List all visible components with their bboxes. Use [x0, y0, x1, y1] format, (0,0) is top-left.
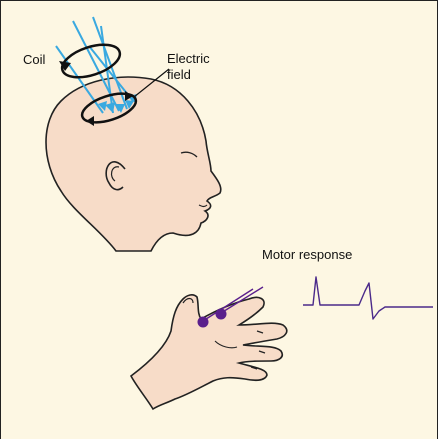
head	[46, 77, 221, 251]
coil-label: Coil	[23, 52, 46, 67]
electric-field-label-line1: Electric	[167, 51, 210, 66]
electric-field-label-line2: field	[167, 67, 191, 82]
motor-response-label: Motor response	[262, 247, 352, 262]
motor-response-trace	[303, 277, 433, 319]
hand	[131, 295, 287, 409]
electrode-1	[198, 317, 209, 328]
head-outline	[46, 77, 221, 251]
electrode-2	[216, 309, 227, 320]
